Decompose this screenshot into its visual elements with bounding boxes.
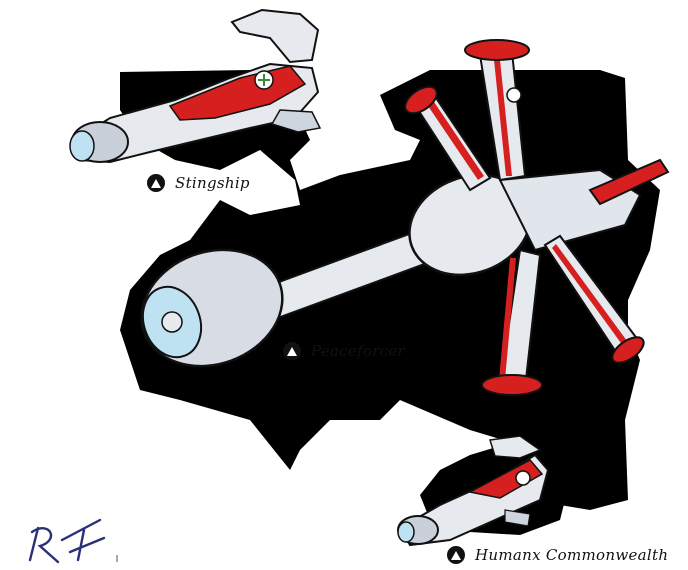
caption-peaceforcer: Peaceforcer (283, 342, 405, 360)
artist-signature (28, 518, 106, 564)
caption-label: Humanx Commonwealth (475, 546, 669, 564)
caption-label: Peaceforcer (311, 342, 406, 360)
humanx-commonwealth-illustration (397, 435, 550, 547)
caption-label: Stingship (175, 174, 250, 192)
triangle-marker-icon (283, 342, 301, 360)
peaceforcer-illustration (140, 39, 670, 396)
stingship-illustration (69, 8, 322, 164)
caption-humanx-commonwealth: Humanx Commonwealth (447, 546, 668, 564)
triangle-marker-icon (447, 546, 465, 564)
triangle-marker-icon (147, 174, 165, 192)
caption-stingship: Stingship (147, 174, 250, 192)
